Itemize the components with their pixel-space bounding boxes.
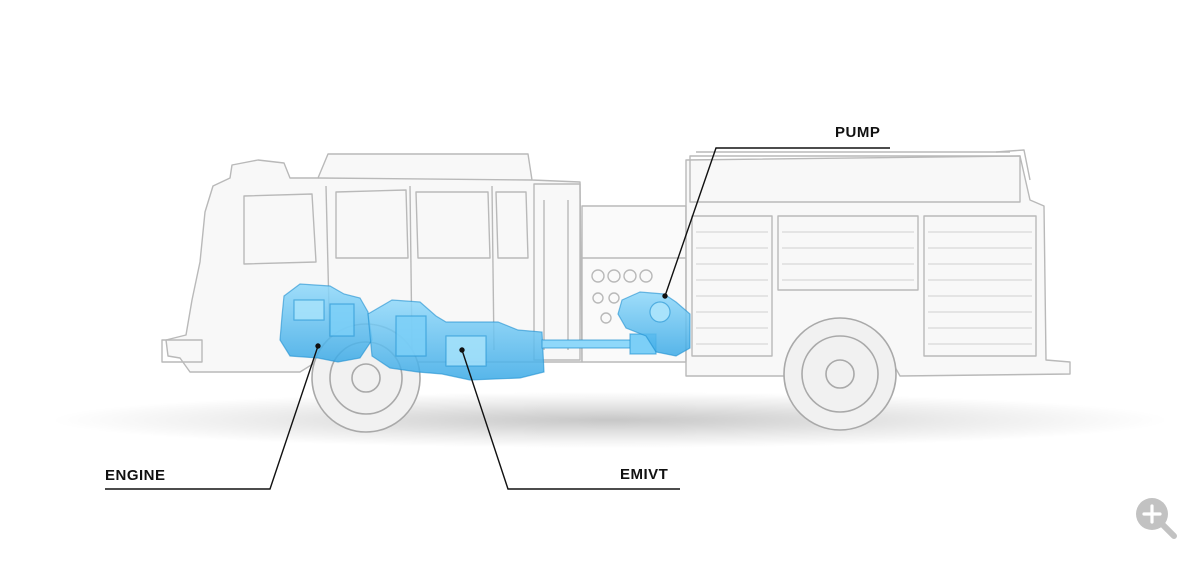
cab-outline [165,153,583,373]
pump-leader [664,147,890,297]
zoom-in-button[interactable] [1132,494,1178,540]
compartment-1 [691,215,773,357]
gauge [623,269,637,283]
rear-rail [995,149,1031,181]
pump-label: PUMP [835,124,881,141]
engine-leader [105,345,319,490]
compartment-3 [923,215,1037,357]
cab-window-side-3 [495,191,529,259]
cab-window-side-2 [415,191,491,259]
engine-detail [329,303,355,337]
emivt-label: EMIVT [620,466,669,483]
cab-window-side-1 [335,189,409,259]
cab-window-front [243,193,317,265]
gauge [639,269,653,283]
gauge [600,312,612,324]
emivt-detail [395,315,427,357]
cab-roof-line [317,177,533,181]
ground-shadow [50,392,1170,448]
gauge [592,292,604,304]
engine-label: ENGINE [105,467,166,484]
compartment-2 [777,215,919,291]
hose-bed [689,155,1021,203]
engine-detail [293,299,325,321]
rear-wheel [783,317,897,431]
pump-leader-dot [662,293,668,299]
roll-up-door-slats [696,231,1032,345]
engine-leader-dot [315,343,321,349]
emivt-leader-dot [459,347,465,353]
pump-unit [617,291,691,357]
front-bumper [161,339,203,363]
drive-shaft [541,339,635,349]
cab-rear-module [533,183,581,361]
drivetrain-highlight [279,283,691,381]
leader-lines [105,147,890,490]
pump-detail [649,301,671,323]
gauge [608,292,620,304]
gauge [607,269,621,283]
gauge [591,269,605,283]
emivt-leader [461,349,680,490]
zoom-in-icon [1136,498,1177,539]
